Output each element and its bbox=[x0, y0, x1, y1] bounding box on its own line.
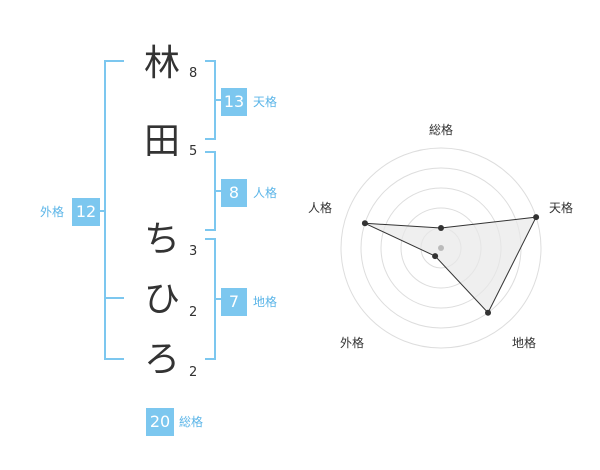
jinkaku-tick bbox=[216, 190, 222, 192]
radar-value-polygon bbox=[364, 216, 537, 314]
radar-point bbox=[533, 214, 540, 221]
stroke-count-4: 2 bbox=[189, 305, 198, 320]
chikaku-tick bbox=[216, 298, 222, 300]
chikaku-bracket bbox=[205, 238, 216, 360]
radar-point bbox=[361, 220, 368, 227]
stroke-count-1: 8 bbox=[189, 66, 198, 81]
jinkaku-badge: 8 bbox=[221, 179, 247, 207]
soukaku-badge: 20 bbox=[146, 408, 174, 436]
tenkaku-tick bbox=[216, 99, 222, 101]
soukaku-label: 総格 bbox=[179, 415, 204, 429]
radar-axis-label-chikaku: 地格 bbox=[512, 335, 536, 350]
gaikaku-label: 外格 bbox=[40, 205, 65, 219]
radar-grid-ring bbox=[340, 147, 542, 349]
gaikaku-inner-tick bbox=[104, 297, 124, 299]
name-char-1: 林 bbox=[143, 43, 180, 84]
name-char-5: ろ bbox=[143, 339, 180, 380]
radar-point bbox=[438, 225, 444, 231]
tenkaku-bracket bbox=[205, 60, 216, 140]
name-char-4: ひ bbox=[143, 279, 180, 320]
radar-axis-label-jinkaku: 人格 bbox=[308, 200, 332, 215]
tenkaku-label: 天格 bbox=[253, 95, 278, 109]
radar-point bbox=[432, 253, 439, 260]
gaikaku-tick bbox=[99, 210, 106, 212]
name-char-3: ち bbox=[143, 219, 180, 260]
chikaku-badge: 7 bbox=[221, 288, 247, 316]
name-char-2: 田 bbox=[143, 121, 180, 162]
radar-axis-label-tenkaku: 天格 bbox=[549, 200, 573, 215]
stroke-count-2: 5 bbox=[189, 144, 198, 159]
radar-point bbox=[485, 309, 492, 316]
jinkaku-label: 人格 bbox=[253, 186, 278, 200]
chikaku-label: 地格 bbox=[253, 295, 278, 309]
stroke-count-5: 2 bbox=[189, 365, 198, 380]
tenkaku-badge: 13 bbox=[221, 88, 247, 116]
stroke-count-3: 3 bbox=[189, 244, 198, 259]
jinkaku-bracket bbox=[205, 151, 216, 231]
radar-axis-label-gaikaku: 外格 bbox=[340, 335, 364, 350]
gaikaku-badge: 12 bbox=[72, 198, 100, 226]
radar-axis-label-soukaku: 総格 bbox=[429, 122, 453, 137]
radar-center-dot bbox=[438, 245, 444, 251]
